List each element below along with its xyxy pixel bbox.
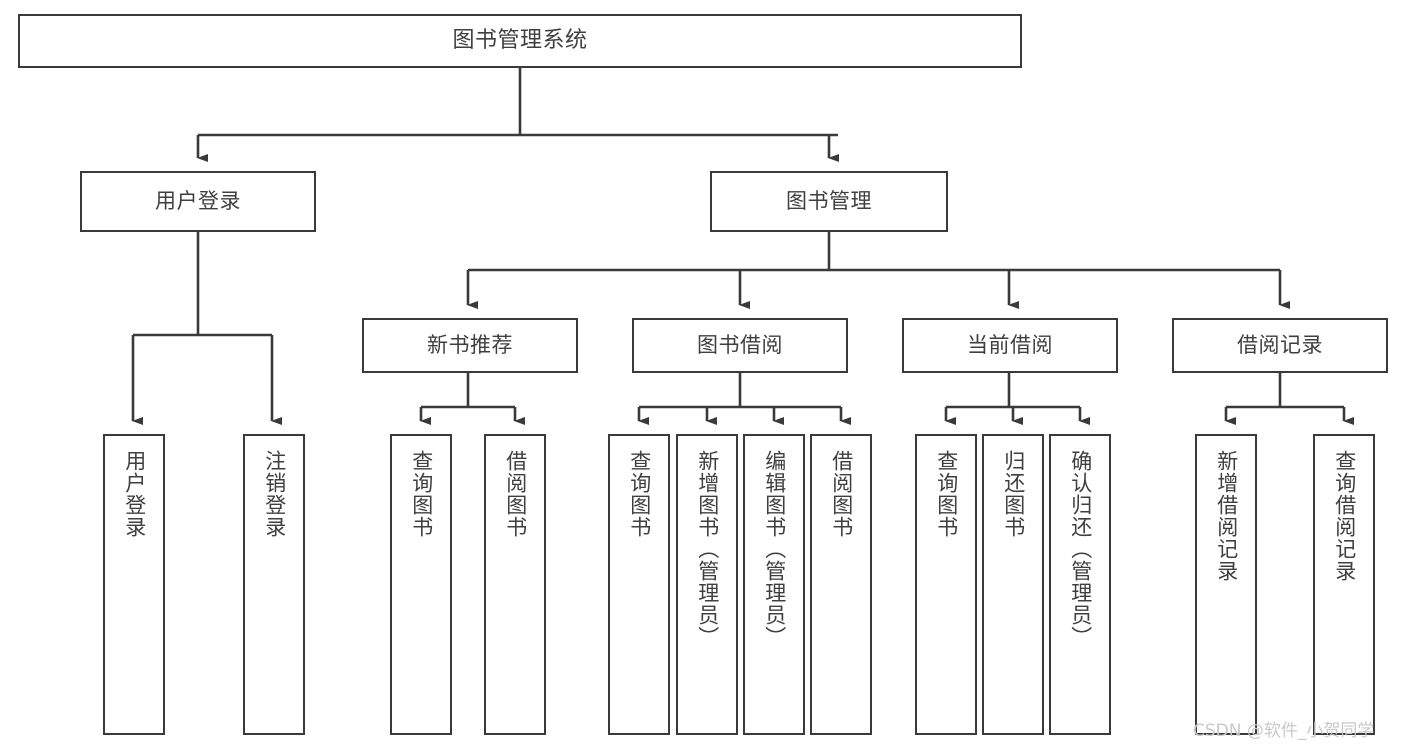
leaf-node-user-login[interactable]: 用户登录 [103, 434, 165, 735]
node-label: 注销登录 [262, 450, 287, 538]
leaf-node-add-book-admin[interactable]: 新增图书（管理员） [676, 434, 738, 735]
node-label: 查询借阅记录 [1332, 450, 1357, 582]
node-label: 借阅图书 [829, 450, 854, 538]
current-borrow-to-leaves-edges [944, 373, 1090, 425]
node-label: 查询图书 [934, 450, 959, 538]
book-management-to-level3-edges [466, 232, 1290, 309]
node-label: 借阅记录 [1237, 333, 1323, 358]
leaf-node-borrow-books-recommend[interactable]: 借阅图书 [484, 434, 546, 735]
user-login-to-leaves-edges [131, 232, 282, 425]
node-label: 编辑图书（管理员） [762, 450, 787, 648]
book-borrow-to-leaves-edges [637, 373, 851, 425]
node-label: 用户登录 [155, 189, 241, 214]
leaf-node-logout[interactable]: 注销登录 [243, 434, 305, 735]
leaf-node-add-borrow-record[interactable]: 新增借阅记录 [1195, 434, 1257, 735]
new-book-recommend-to-leaves-edges [419, 373, 525, 425]
node-label: 新书推荐 [427, 333, 513, 358]
leaf-node-confirm-return-admin[interactable]: 确认归还（管理员） [1049, 434, 1111, 735]
node-borrow-records[interactable]: 借阅记录 [1172, 318, 1388, 373]
node-root-library-system[interactable]: 图书管理系统 [18, 14, 1022, 68]
node-label: 图书管理系统 [452, 28, 588, 54]
node-label: 用户登录 [122, 450, 147, 538]
node-label: 图书借阅 [697, 333, 783, 358]
node-label: 新增图书（管理员） [695, 450, 720, 648]
root-to-level2-edges [196, 68, 839, 162]
leaf-node-query-borrow-record[interactable]: 查询借阅记录 [1313, 434, 1375, 735]
borrow-record-to-leaves-edges [1224, 373, 1354, 425]
leaf-node-edit-book-admin[interactable]: 编辑图书（管理员） [743, 434, 805, 735]
leaf-node-query-books-current[interactable]: 查询图书 [915, 434, 977, 735]
watermark-text: CSDN @软件_小贺同学 [1193, 721, 1375, 741]
node-current-borrowing[interactable]: 当前借阅 [902, 318, 1118, 373]
node-label: 图书管理 [786, 189, 872, 214]
node-new-book-recommendation[interactable]: 新书推荐 [362, 318, 578, 373]
node-book-borrowing[interactable]: 图书借阅 [632, 318, 848, 373]
node-label: 确认归还（管理员） [1068, 450, 1093, 648]
node-book-management[interactable]: 图书管理 [710, 171, 948, 232]
node-user-login[interactable]: 用户登录 [80, 171, 316, 232]
node-label: 当前借阅 [967, 333, 1053, 358]
leaf-node-borrow-books[interactable]: 借阅图书 [810, 434, 872, 735]
node-label: 查询图书 [627, 450, 652, 538]
node-label: 归还图书 [1001, 450, 1026, 538]
node-label: 查询图书 [409, 450, 434, 538]
leaf-node-query-books-recommend[interactable]: 查询图书 [390, 434, 452, 735]
node-label: 新增借阅记录 [1214, 450, 1239, 582]
node-label: 借阅图书 [503, 450, 528, 538]
leaf-node-return-books[interactable]: 归还图书 [982, 434, 1044, 735]
leaf-node-query-books-borrow[interactable]: 查询图书 [608, 434, 670, 735]
